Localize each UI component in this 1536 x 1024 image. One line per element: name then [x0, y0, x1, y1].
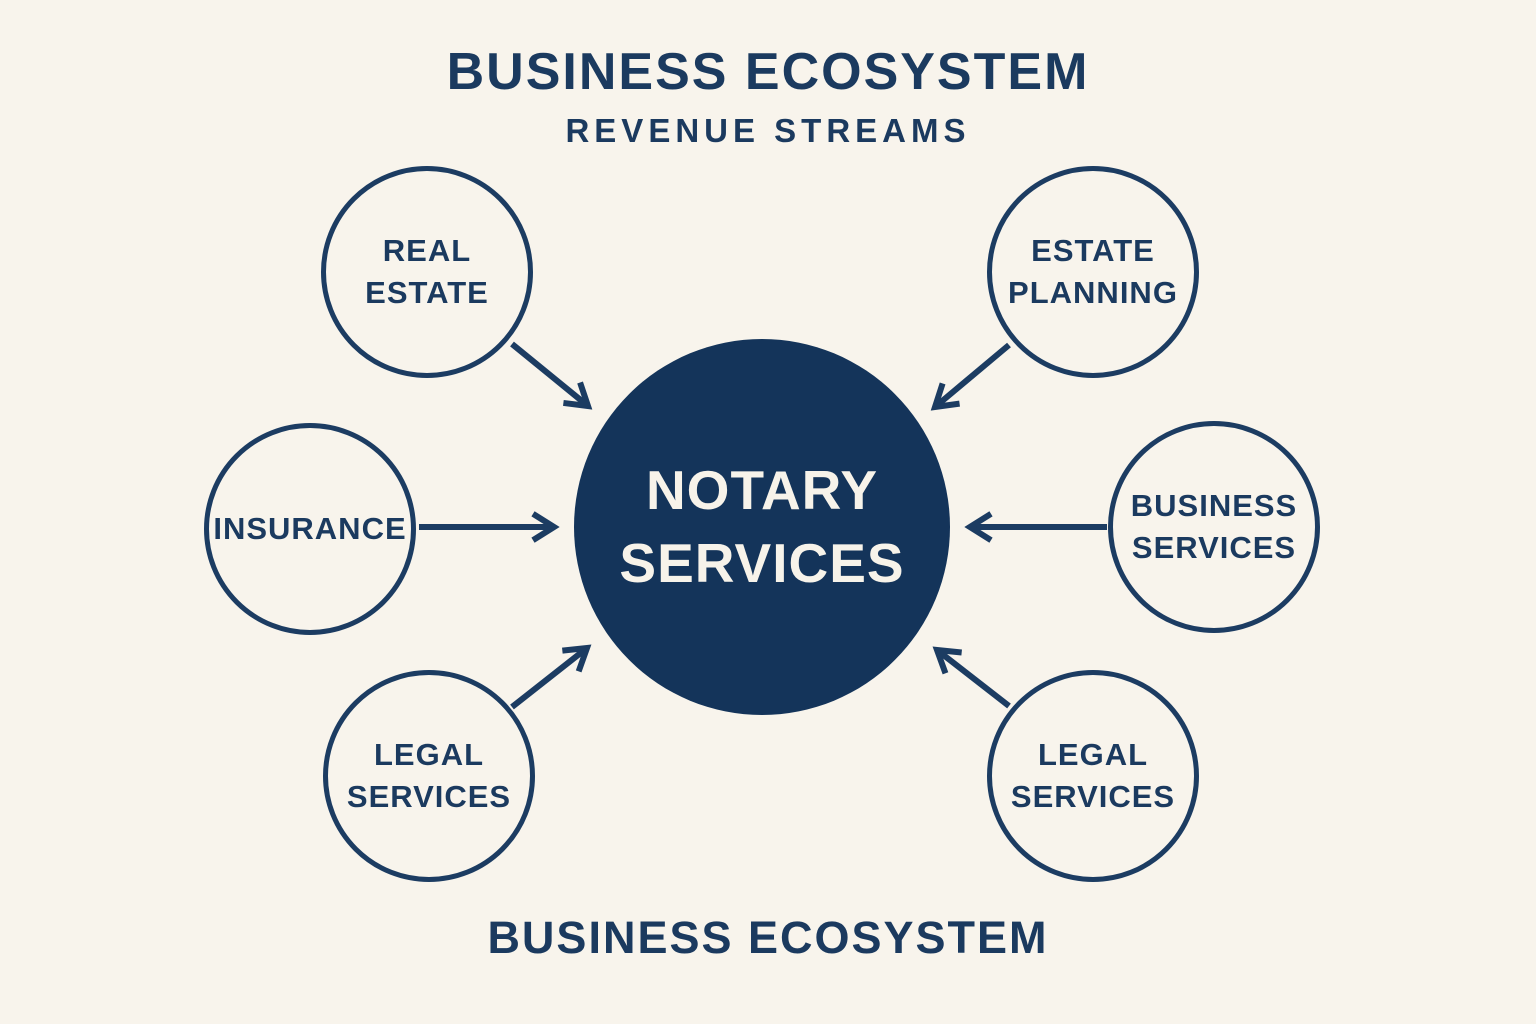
node-estate-planning: ESTATE PLANNING	[987, 166, 1199, 378]
node-legal-services-left: LEGAL SERVICES	[323, 670, 535, 882]
footer-title: BUSINESS ECOSYSTEM	[487, 912, 1049, 963]
arrow-legal-services-left-to-center	[510, 648, 587, 710]
page-subtitle: REVENUE STREAMS	[565, 112, 971, 149]
arrow-real-estate-to-center	[510, 341, 588, 406]
node-business-services: BUSINESS SERVICES	[1108, 421, 1320, 633]
node-insurance: INSURANCE	[204, 423, 416, 635]
node-real-estate: REAL ESTATE	[321, 166, 533, 378]
node-business-services-label: BUSINESS SERVICES	[1130, 488, 1298, 565]
center-node-label: NOTARY SERVICES	[619, 459, 905, 594]
arrow-estate-planning-to-center	[935, 342, 1011, 407]
node-estate-planning-label: ESTATE PLANNING	[1008, 233, 1178, 310]
center-node-notary-services: NOTARY SERVICES	[574, 339, 950, 715]
node-real-estate-label: REAL ESTATE	[365, 233, 489, 310]
arrow-legal-services-right-to-center	[937, 650, 1011, 709]
node-legal-services-right-label: LEGAL SERVICES	[1010, 737, 1176, 814]
node-legal-services-right: LEGAL SERVICES	[987, 670, 1199, 882]
node-insurance-label: INSURANCE	[213, 511, 407, 547]
node-legal-services-left-label: LEGAL SERVICES	[346, 737, 512, 814]
page-title: BUSINESS ECOSYSTEM	[446, 43, 1090, 101]
